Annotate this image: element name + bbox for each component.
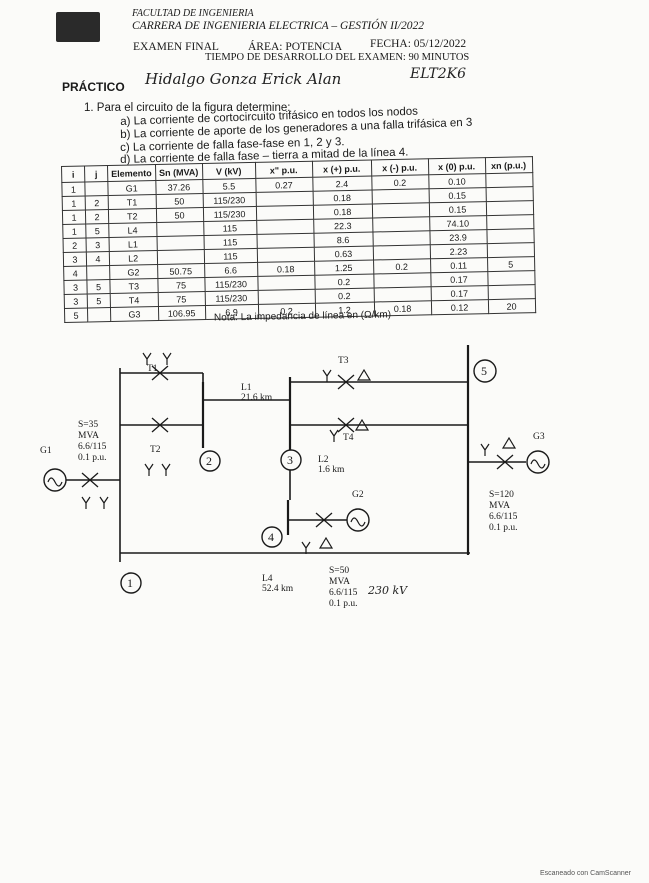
g2-transformer-symbol: [315, 512, 333, 528]
g1-label: G1: [40, 446, 52, 456]
g3-rating-v: 6.6/115: [489, 512, 518, 522]
l2-label: L2: [318, 455, 329, 465]
section-title: PRÁCTICO: [62, 80, 125, 94]
t3-label: T3: [338, 356, 349, 366]
node-1-marker: [120, 572, 142, 594]
exam-date: FECHA: 05/12/2022: [370, 38, 467, 50]
g2-label: G2: [352, 490, 364, 500]
t1-symbol: [151, 365, 169, 381]
node-3-label: 3: [287, 453, 293, 467]
node-4-label: 4: [268, 530, 274, 544]
t4-label: T4: [343, 433, 354, 443]
g3-rating-s: S=120: [489, 490, 514, 500]
exam-duration: TIEMPO DE DESARROLLO DEL EXAMEN: 90 MINU…: [205, 52, 470, 63]
l2-length: 1.6 km: [318, 465, 345, 475]
g1-rating-pu: 0.1 p.u.: [78, 453, 107, 463]
l1-length: 21.6 km: [241, 393, 273, 403]
t-bottom-rating-mva: MVA: [329, 577, 350, 587]
l4-label: L4: [262, 574, 273, 584]
l1-label: L1: [241, 383, 252, 393]
g3-transformer-symbol: [496, 454, 514, 470]
g3-rating-mva: MVA: [489, 501, 510, 511]
student-name: Hidalgo Gonza Erick Alan: [145, 70, 342, 88]
t3-symbol: [337, 374, 355, 390]
node-5-marker: [473, 359, 497, 383]
l4-length: 52.4 km: [262, 584, 294, 594]
question-intro: 1. Para el circuito de la figura determi…: [84, 102, 291, 114]
t-bottom-handwritten-voltage: 230 kV: [368, 584, 408, 597]
node-4-marker: [261, 526, 283, 548]
t-bottom-rating-pu: 0.1 p.u.: [329, 599, 358, 609]
node-3-marker: [280, 449, 302, 471]
scanner-watermark: Escaneado con CamScanner: [539, 870, 631, 877]
exam-type: EXAMEN FINAL: [133, 41, 219, 53]
g1-transformer-symbol: [81, 472, 99, 488]
node-2-marker: [199, 450, 221, 472]
g3-generator-icon: [526, 450, 550, 474]
exam-area: ÁREA: POTENCIA: [248, 41, 343, 53]
node-1-label: 1: [127, 576, 133, 590]
faculty-title: FACULTAD DE INGENIERIA: [132, 8, 254, 19]
node-2-label: 2: [206, 454, 212, 468]
g3-rating-pu: 0.1 p.u.: [489, 523, 518, 533]
t2-label: T2: [150, 445, 161, 455]
g3-label: G3: [533, 432, 545, 442]
t1-label: T1: [147, 364, 158, 374]
g1-generator-icon: [43, 468, 67, 492]
t-bottom-rating-s: S=50: [329, 566, 350, 576]
career-title: CARRERA DE INGENIERIA ELECTRICA – GESTIÓ…: [132, 20, 424, 32]
t2-symbol: [151, 417, 169, 433]
t4-symbol: [337, 417, 355, 433]
university-logo: [56, 12, 100, 42]
g1-rating-v: 6.6/115: [78, 442, 107, 452]
g1-rating-s: S=35: [78, 420, 99, 430]
node-5-label: 5: [481, 364, 487, 378]
t-bottom-rating-v: 6.6/115: [329, 588, 358, 598]
g1-rating-mva: MVA: [78, 431, 99, 441]
student-code: ELT2K6: [410, 66, 466, 82]
winding-marks: [81, 352, 517, 554]
g2-generator-icon: [346, 508, 370, 532]
